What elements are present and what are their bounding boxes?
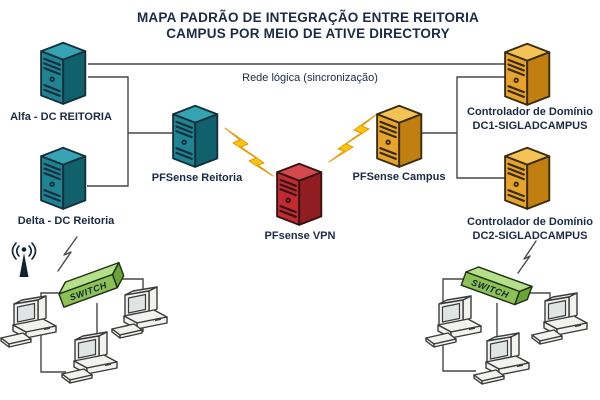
edge-alfa-delta-bracket	[87, 76, 129, 187]
switch-right: SWITCH	[460, 262, 533, 309]
server-pfsense-reitoria: PFSense Reitoria	[152, 105, 243, 184]
diagram-title-line1: MAPA PADRÃO DE INTEGRAÇÃO ENTRE REITORIA	[137, 10, 479, 25]
server-tower-icon	[173, 105, 218, 167]
pfsense-campus-label: PFSense Campus	[353, 171, 446, 183]
workstation-icon	[61, 331, 118, 384]
server-tower-icon	[41, 42, 86, 104]
workstation-icon	[111, 286, 168, 339]
edge-dc1-dc2-bracket	[456, 76, 505, 179]
server-alfa: Alfa - DC REITORIA	[10, 42, 112, 123]
wireless-zigzag-right-icon	[517, 240, 537, 274]
vpn-bolt-left-icon	[224, 127, 274, 177]
dc2-label-line2: DC2-SIGLADCAMPUS	[473, 230, 588, 242]
server-pfsense-campus: PFSense Campus	[353, 105, 446, 183]
dc1-label-line1: Controlador de Domínio	[467, 106, 593, 118]
workstation-icon	[0, 295, 57, 348]
antenna-icon	[11, 242, 37, 277]
vpn-bolt-right-icon	[328, 113, 378, 163]
dc2-label-line1: Controlador de Domínio	[467, 216, 593, 228]
workstation-icon	[473, 332, 530, 385]
server-tower-icon	[505, 147, 550, 209]
server-alfa-label: Alfa - DC REITORIA	[10, 111, 112, 123]
switch-left: SWITCH	[55, 261, 128, 308]
pfsense-vpn-label: PFsense VPN	[265, 230, 336, 242]
workstation-icon	[531, 292, 588, 345]
server-pfsense-vpn: PFsense VPN	[265, 163, 336, 242]
dc1-label-line2: DC1-SIGLADCAMPUS	[473, 120, 588, 132]
workstation-icon	[425, 295, 482, 348]
server-delta-label: Delta - DC Reitoria	[18, 215, 115, 227]
server-dc1: Controlador de Domínio DC1-SIGLADCAMPUS	[467, 43, 593, 132]
server-dc2: Controlador de Domínio DC2-SIGLADCAMPUS	[467, 147, 593, 242]
server-tower-icon	[277, 163, 322, 225]
logical-network-label: Rede lógica (sincronização)	[242, 72, 378, 84]
pfsense-reitoria-label: PFSense Reitoria	[152, 172, 243, 184]
server-tower-icon	[377, 105, 422, 167]
server-tower-icon	[41, 147, 86, 209]
server-tower-icon	[505, 43, 550, 105]
diagram-title-line2: CAMPUS POR MEIO DE ATIVE DIRECTORY	[166, 26, 450, 41]
server-delta: Delta - DC Reitoria	[18, 147, 115, 227]
wireless-zigzag-left-icon	[57, 236, 78, 272]
